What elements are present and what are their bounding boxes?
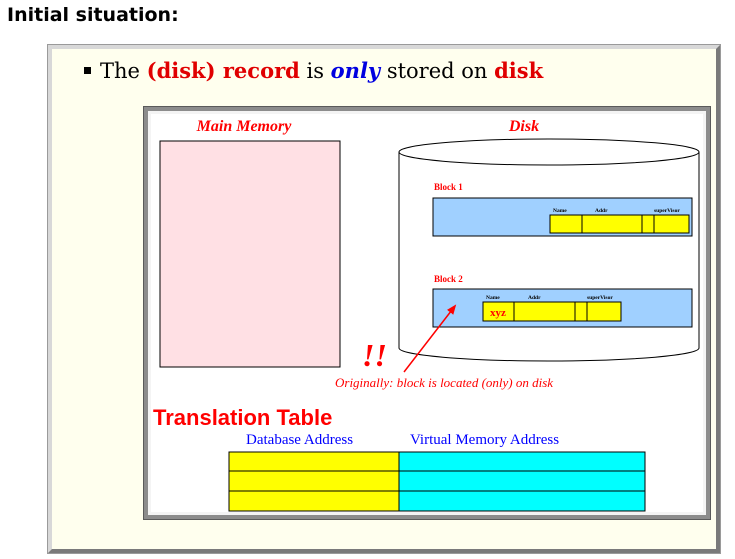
- translation-table-title: Translation Table: [153, 405, 332, 430]
- disk-label: Disk: [508, 118, 539, 135]
- bullet-text-disk-record: (disk) record: [146, 58, 300, 83]
- block1-field-name: Name: [553, 208, 567, 214]
- table-cell-db-1: [228, 451, 400, 472]
- annotation-arrow: [403, 304, 457, 373]
- block1-label: Block 1: [434, 182, 463, 192]
- main-memory-label: Main Memory: [196, 118, 293, 135]
- block1-field-supervisor: superVisor: [654, 208, 680, 214]
- table-header-database-address: Database Address: [246, 432, 353, 448]
- translation-table: [228, 451, 646, 512]
- block2-record: [482, 301, 622, 322]
- table-cell-db-3: [228, 490, 400, 512]
- bullet-text-only: only: [330, 58, 381, 83]
- table-cell-db-2: [228, 470, 400, 492]
- bullet-text-1: The: [100, 59, 147, 83]
- main-memory-box: [159, 140, 341, 368]
- table-header-virtual-memory-address: Virtual Memory Address: [410, 432, 559, 448]
- block1-record: [549, 214, 690, 234]
- table-cell-vm-2: [398, 470, 646, 492]
- record-value-xyz: xyz: [490, 307, 506, 319]
- table-cell-vm-3: [398, 490, 646, 512]
- block2-field-addr: Addr: [528, 295, 541, 301]
- block2-label: Block 2: [434, 274, 463, 284]
- table-cell-vm-1: [398, 451, 646, 472]
- bullet-item: The (disk) record is only stored on disk: [84, 58, 543, 83]
- block2-field-name: Name: [486, 295, 500, 301]
- page-heading: Initial situation:: [7, 4, 179, 26]
- bullet-text-disk: disk: [494, 58, 544, 83]
- bullet-text-5: stored on: [380, 59, 495, 83]
- bullet-square-icon: [84, 67, 91, 74]
- annotation-text: Originally: block is located (only) on d…: [335, 375, 553, 390]
- block2-field-supervisor: superVisor: [587, 295, 613, 301]
- disk-cylinder: [398, 138, 700, 362]
- bullet-text-3: is: [299, 59, 331, 83]
- block1-field-addr: Addr: [595, 208, 608, 214]
- exclamation-mark: !!: [362, 337, 387, 373]
